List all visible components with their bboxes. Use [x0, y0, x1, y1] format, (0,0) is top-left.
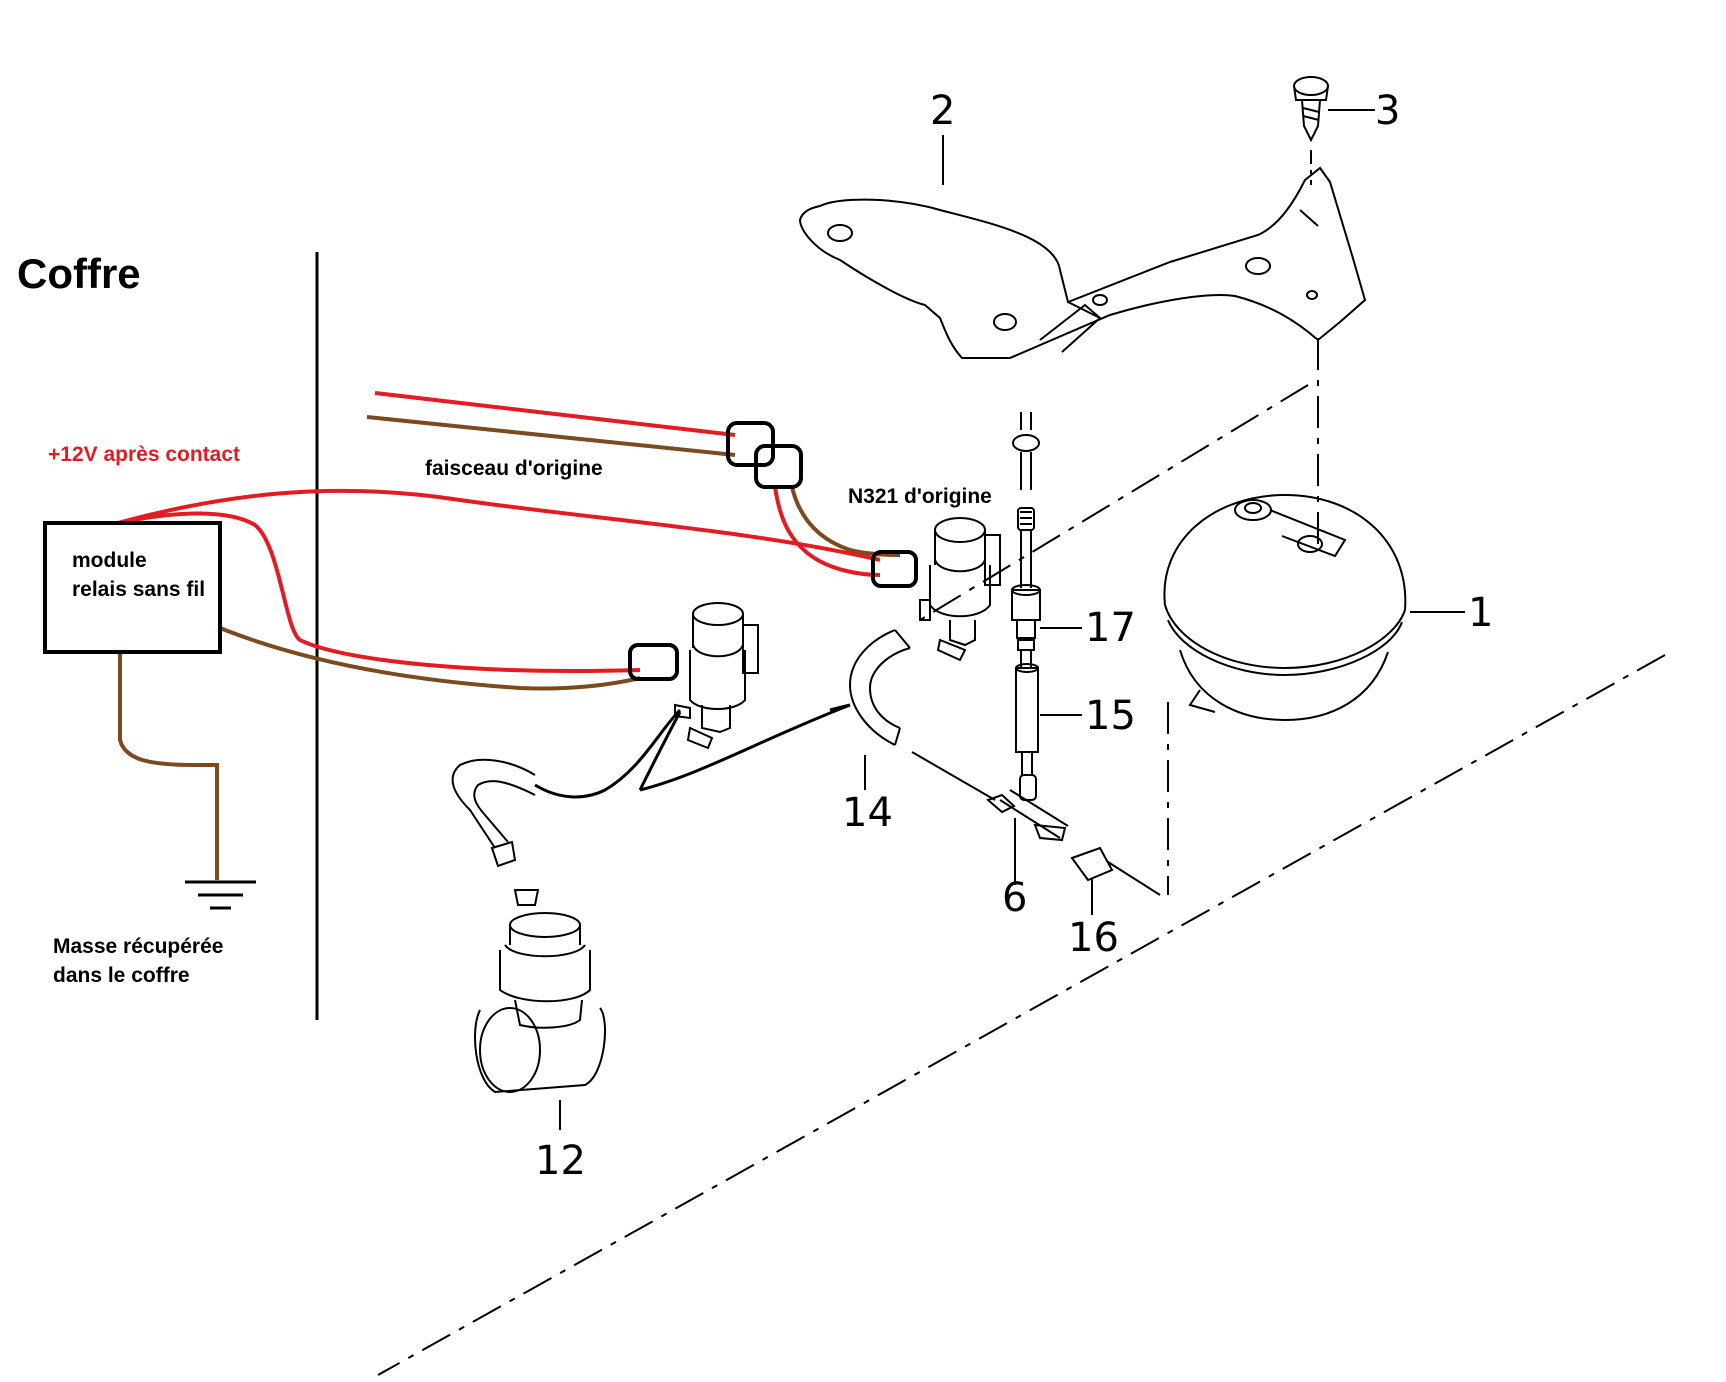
connectors [628, 421, 918, 681]
ground-label-line1: Masse récupérée [53, 935, 224, 958]
wire-power-to-right-valve [117, 488, 881, 562]
power-supply-label: +12V après contact [48, 443, 241, 466]
module-label-line2: relais sans fil [72, 578, 206, 601]
pipe-assembly [986, 412, 1161, 896]
part-number-6: 6 [1002, 875, 1028, 921]
trunk-title: Coffre [17, 250, 141, 297]
original-harness-wires [366, 391, 901, 577]
part-number-1: 1 [1468, 590, 1494, 636]
bracket-part-2 [798, 166, 1367, 359]
wire-ground-to-left-valve [219, 626, 641, 691]
part-number-14: 14 [842, 790, 893, 836]
part-number-2: 2 [930, 88, 956, 134]
leader-lines [559, 109, 1465, 1130]
hose-part-14 [848, 629, 996, 801]
valve-connector-left [628, 643, 679, 681]
valve-n321-label: N321 d'origine [848, 485, 992, 508]
vacuum-hose-black [534, 703, 851, 799]
harness-brown-drop [790, 486, 901, 557]
module-wires [117, 488, 881, 880]
valve-connector-right [871, 550, 918, 588]
part-number-17: 17 [1085, 605, 1136, 651]
air-mass-meter-part-12 [451, 758, 606, 1094]
part-number-3: 3 [1375, 88, 1401, 134]
vacuum-reservoir-part-1 [1163, 493, 1407, 722]
part-number-15: 15 [1085, 693, 1136, 739]
mounting-plane-lines [377, 338, 1666, 1376]
harness-connector-2 [754, 444, 803, 489]
wire-power-to-left-valve [117, 511, 641, 673]
original-harness-label: faisceau d'origine [425, 457, 603, 480]
solenoid-valve-left [674, 602, 759, 750]
solenoid-valve-right [919, 517, 1001, 662]
ground-label-line2: dans le coffre [53, 964, 190, 987]
module-label-line1: module [72, 549, 147, 572]
ground-symbol [185, 880, 256, 910]
part-number-12: 12 [535, 1138, 586, 1184]
part-number-16: 16 [1068, 915, 1119, 961]
harness-red-wire [374, 391, 736, 437]
harness-brown-wire [366, 415, 736, 457]
wire-ground-to-earth [118, 652, 219, 880]
harness-red-drop [773, 486, 881, 577]
relay-module-box [43, 521, 222, 654]
screw-part-3 [1293, 76, 1329, 185]
